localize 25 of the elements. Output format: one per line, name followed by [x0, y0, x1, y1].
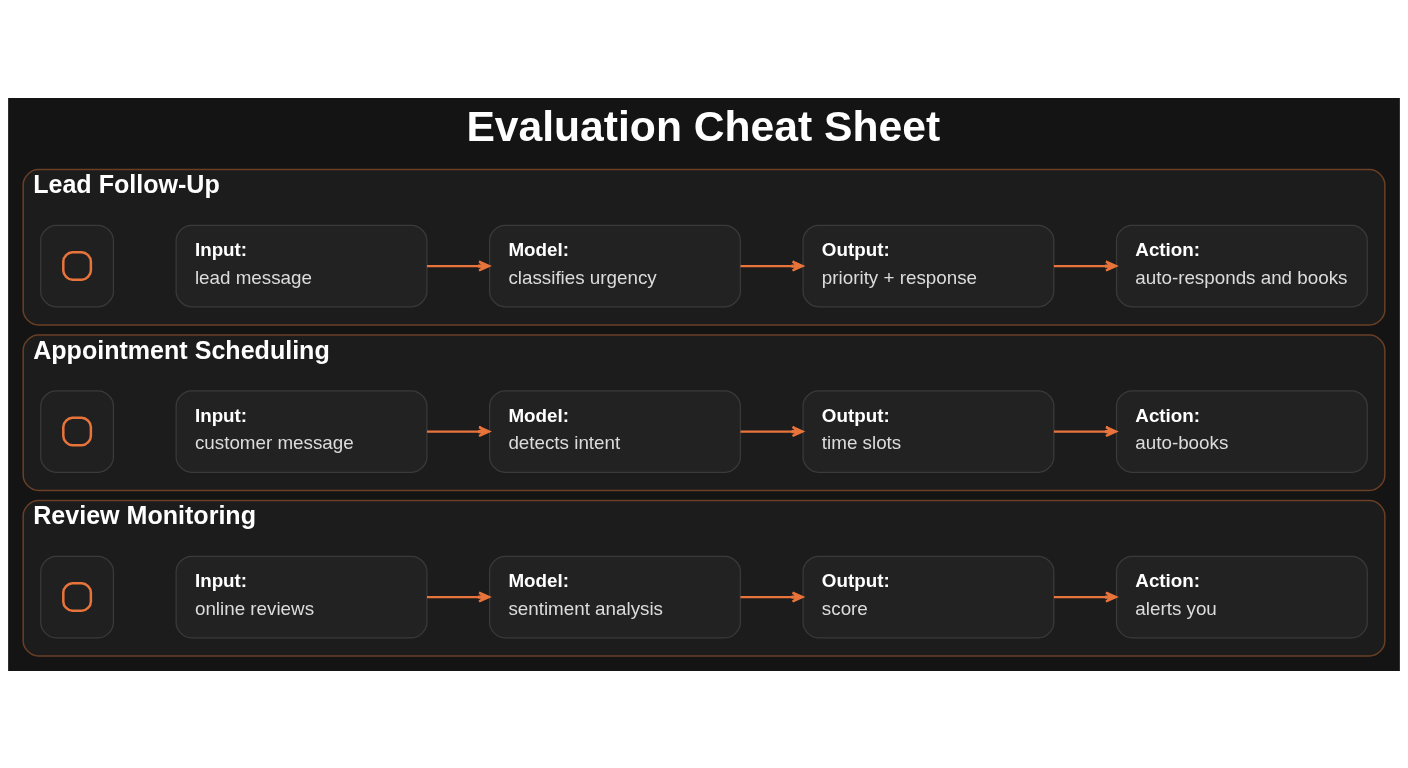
- node-box: Input: customer message: [175, 389, 428, 473]
- node-box: Action: auto-responds and books: [1115, 224, 1368, 307]
- node-box: Output: time slots: [802, 389, 1055, 473]
- arrow: [1053, 259, 1118, 272]
- node-box: Action: auto-books: [1115, 389, 1368, 473]
- node-picture: [40, 389, 115, 473]
- arrow: [740, 425, 804, 437]
- arrow: [427, 425, 491, 437]
- node-box: Output: priority + response: [802, 224, 1055, 307]
- arrow: [740, 590, 804, 603]
- arrow: [740, 259, 804, 272]
- diagram-title: Evaluation Cheat Sheet: [466, 101, 941, 150]
- node-box: Input: online reviews: [175, 555, 428, 638]
- node-box: Model: sentiment analysis: [488, 555, 741, 638]
- node-box: Input: lead message: [175, 224, 428, 307]
- arrow: [1053, 425, 1118, 437]
- arrow: [427, 590, 491, 603]
- node-box: Model: classifies urgency: [488, 224, 741, 307]
- node-box: Action: alerts you: [1115, 555, 1368, 638]
- arrow: [1053, 590, 1118, 603]
- node-picture: [40, 224, 115, 307]
- node-picture: [40, 555, 115, 638]
- node-box: Output: score: [802, 555, 1055, 638]
- arrow: [427, 259, 491, 272]
- node-box: Model: detects intent: [488, 389, 741, 473]
